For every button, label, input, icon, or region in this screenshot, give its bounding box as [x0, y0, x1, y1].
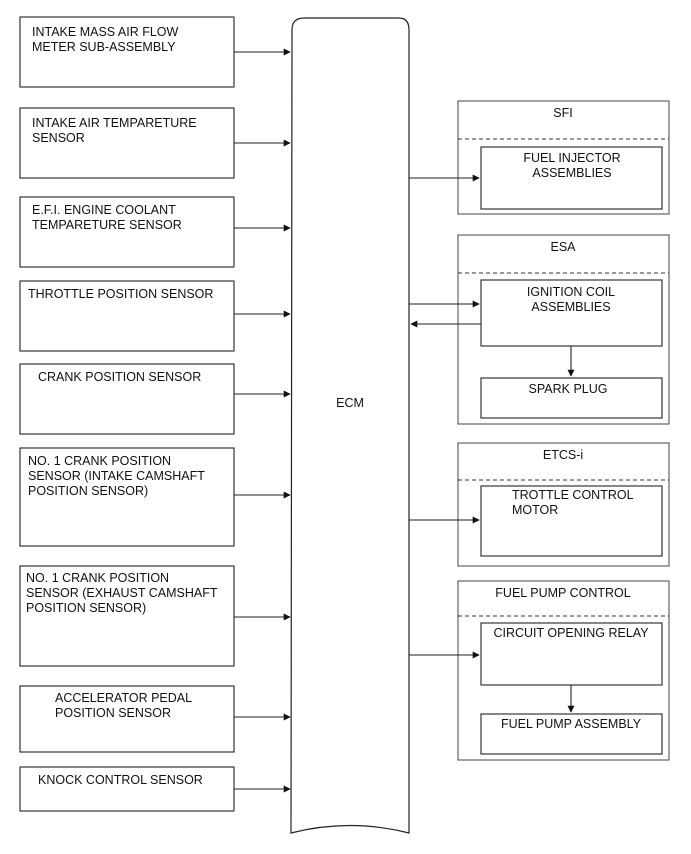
sensor-label-line: INTAKE MASS AIR FLOW	[32, 25, 179, 39]
sensor-label-line: ACCELERATOR PEDAL	[55, 691, 192, 705]
sensor-label-line: POSITION SENSOR	[55, 706, 171, 720]
component-box	[480, 622, 663, 686]
input-sensor-box: INTAKE MASS AIR FLOW METER SUB-ASSEMBLY	[19, 16, 291, 88]
component-label-line: SPARK PLUG	[529, 382, 608, 396]
system-title: SFI	[553, 106, 572, 120]
input-sensor-box: NO. 1 CRANK POSITION SENSOR (INTAKE CAMS…	[19, 447, 291, 547]
input-sensor-box: E.F.I. ENGINE COOLANT TEMPARETURE SENSOR	[19, 196, 291, 268]
system-group: ESA IGNITION COIL ASSEMBLIES SPARK PLUG	[409, 234, 670, 425]
input-sensor-box: INTAKE AIR TEMPARETURE SENSOR	[19, 107, 291, 179]
component-box	[480, 146, 663, 210]
component-label-line: TROTTLE CONTROL	[512, 488, 634, 502]
system-group: ETCS-i TROTTLE CONTROL MOTOR	[409, 442, 670, 567]
sensor-label-line: TEMPARETURE SENSOR	[32, 218, 182, 232]
sensor-label-line: E.F.I. ENGINE COOLANT	[32, 203, 176, 217]
sensor-label-line: POSITION SENSOR)	[26, 601, 146, 615]
sensor-label-line: THROTTLE POSITION SENSOR	[28, 287, 213, 301]
system-title: FUEL PUMP CONTROL	[495, 586, 630, 600]
component-box	[480, 713, 663, 755]
input-sensor-box: KNOCK CONTROL SENSOR	[19, 766, 291, 812]
input-sensor-boxes: INTAKE MASS AIR FLOW METER SUB-ASSEMBLY …	[19, 16, 291, 812]
system-group: FUEL PUMP CONTROL CIRCUIT OPENING RELAY …	[409, 580, 670, 761]
sensor-label-line: POSITION SENSOR)	[28, 484, 148, 498]
sensor-label-line: SENSOR (EXHAUST CAMSHAFT	[26, 586, 218, 600]
ecm-label: ECM	[336, 396, 364, 410]
sensor-label-line: INTAKE AIR TEMPARETURE	[32, 116, 197, 130]
component-label-line: FUEL INJECTOR	[523, 151, 620, 165]
input-sensor-box: ACCELERATOR PEDAL POSITION SENSOR	[19, 685, 291, 753]
ecm-block	[290, 17, 410, 834]
system-group: SFI FUEL INJECTOR ASSEMBLIES	[409, 100, 670, 215]
input-sensor-box: CRANK POSITION SENSOR	[19, 363, 291, 435]
component-label-line: IGNITION COIL	[527, 285, 615, 299]
sensor-label-line: KNOCK CONTROL SENSOR	[38, 773, 203, 787]
sensor-label-line: SENSOR (INTAKE CAMSHAFT	[28, 469, 205, 483]
input-sensor-box: THROTTLE POSITION SENSOR	[19, 280, 291, 352]
component-label-line: ASSEMBLIES	[532, 166, 611, 180]
component-label-line: CIRCUIT OPENING RELAY	[493, 626, 649, 640]
sensor-label-line: NO. 1 CRANK POSITION	[26, 571, 169, 585]
system-title: ESA	[550, 240, 576, 254]
system-title: ETCS-i	[543, 448, 583, 462]
component-label-line: ASSEMBLIES	[531, 300, 610, 314]
component-box	[480, 377, 663, 419]
component-label-line: FUEL PUMP ASSEMBLY	[501, 717, 642, 731]
component-label-line: MOTOR	[512, 503, 558, 517]
output-system-groups: SFI FUEL INJECTOR ASSEMBLIES ESA IGNITIO…	[409, 100, 670, 761]
sensor-label-line: CRANK POSITION SENSOR	[38, 370, 201, 384]
sensor-label-line: SENSOR	[32, 131, 85, 145]
component-box	[480, 485, 663, 557]
sensor-label-line: NO. 1 CRANK POSITION	[28, 454, 171, 468]
input-sensor-box: NO. 1 CRANK POSITION SENSOR (EXHAUST CAM…	[19, 565, 291, 667]
sensor-label-line: METER SUB-ASSEMBLY	[32, 40, 176, 54]
